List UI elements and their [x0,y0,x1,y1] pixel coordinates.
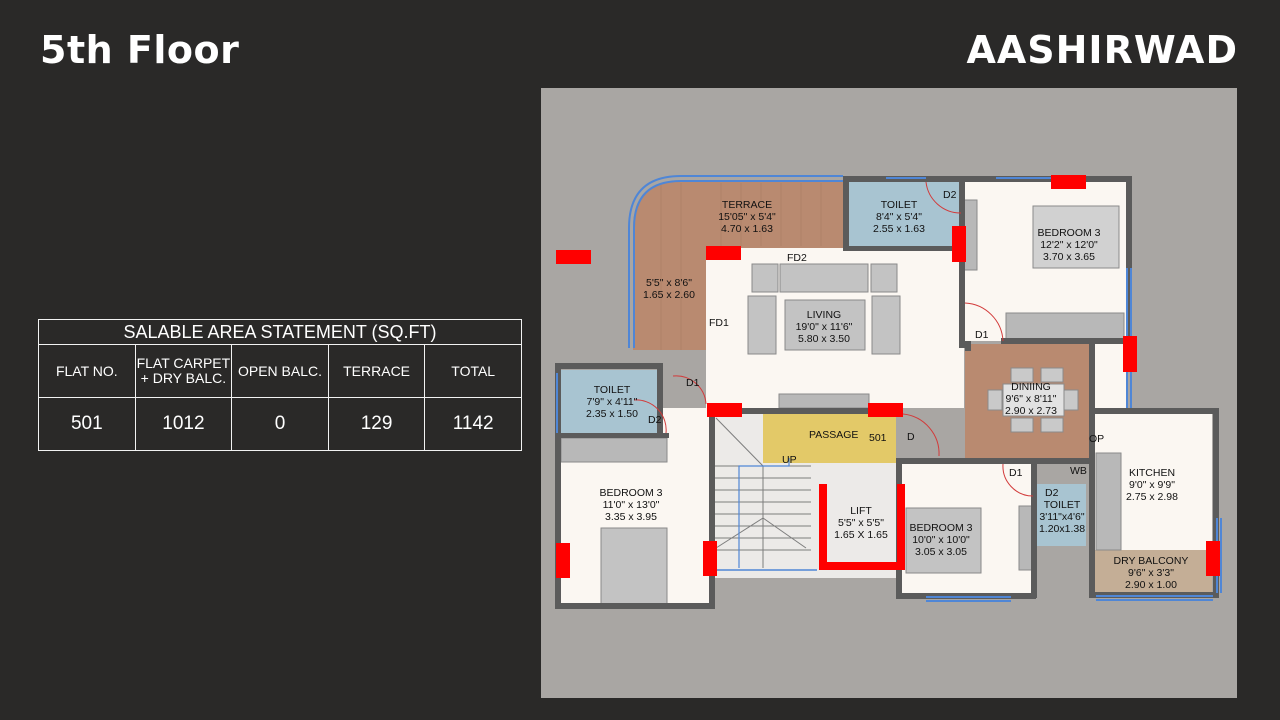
right-strip-floor [1089,338,1127,408]
wardrobe-right [1005,312,1125,340]
cell-total: 1142 [424,397,522,451]
toilet-small-dims-metric: 1.20x1.38 [1039,523,1085,535]
column-header-flat-carpet: FLAT CARPET + DRY BALC. [134,344,233,398]
wardrobe-left [560,437,668,463]
staircase [713,417,811,568]
kitchen-dims-metric: 2.75 x 2.98 [1126,491,1178,503]
dining-dims-imperial: 9'6" x 8'11" [1006,393,1057,405]
toilet-small-dims-imperial: 3'11"x4'6" [1039,511,1084,523]
cell-open-balc: 0 [231,397,329,451]
dining-dims-metric: 2.90 x 2.73 [1005,405,1057,417]
column-header-flat-no: FLAT NO. [38,344,136,398]
wb-label: WB [1070,465,1087,477]
toilet-top-name: TOILET [881,199,918,211]
salable-area-table: SALABLE AREA STATEMENT (SQ.FT) FLAT NO. … [38,319,522,451]
dry-balcony-dims-imperial: 9'6" x 3'3" [1128,567,1174,579]
brand-title: AASHIRWAD [966,28,1238,72]
terrace-dims-imperial: 15'05" x 5'4" [718,211,776,223]
column-header-total: TOTAL [424,344,522,398]
lift-dims-imperial: 5'5" x 5'5" [838,517,884,529]
terrace-side-dims-metric: 1.65 x 2.60 [643,289,695,301]
bedroom-top-right-dims-metric: 3.70 x 3.65 [1043,251,1095,263]
living-dims-metric: 5.80 x 3.50 [798,333,850,345]
living-name: LIVING [807,309,841,321]
flat-number-label: 501 [869,432,887,444]
dry-balcony-dims-metric: 2.90 x 1.00 [1125,579,1177,591]
toilet-top-floor [849,181,959,249]
bed-mid [905,507,982,574]
floor-title: 5th Floor [40,28,240,72]
lift-name: LIFT [850,505,872,517]
bedroom-left-dims-metric: 3.35 x 3.95 [605,511,657,523]
sofa-set [747,263,901,355]
fd1-label: FD1 [709,317,729,329]
toilet-left-name: TOILET [594,384,631,396]
kitchen-name: KITCHEN [1129,467,1175,479]
bedroom-mid-dims-metric: 3.05 x 3.05 [915,546,967,558]
bedroom-top-right-name: BEDROOM 3 [1037,227,1100,239]
d1-label-living: D1 [686,377,700,389]
wardrobe-mid [1018,505,1034,571]
op-label: OP [1089,433,1104,445]
cell-terrace: 129 [327,397,426,451]
dining-name: DINIING [1011,381,1051,393]
dining-table [987,367,1079,433]
column-header-open-balc: OPEN BALC. [231,344,329,398]
dry-balcony-name: DRY BALCONY [1114,555,1189,567]
terrace-floor [633,181,843,350]
terrace-name: TERRACE [722,199,772,211]
bedroom-mid-name: BEDROOM 3 [909,522,972,534]
terrace-side-dims-imperial: 5'5" x 8'6" [646,277,692,289]
table-title: SALABLE AREA STATEMENT (SQ.FT) [38,319,522,345]
floor-plan-panel: TERRACE 15'05" x 5'4" 4.70 x 1.63 5'5" x… [541,88,1237,698]
d2-label-left: D2 [648,414,662,426]
bedroom-left-dims-imperial: 11'0" x 13'0" [603,499,660,511]
d-label: D [907,431,915,443]
d2-label-top: D2 [943,189,957,201]
d2-label-small: D2 [1045,487,1059,499]
table-row: 501 1012 0 129 1142 [38,397,522,451]
bedroom-top-right-dims-imperial: 12'2" x 12'0" [1040,239,1098,251]
room-labels: TERRACE 15'05" x 5'4" 4.70 x 1.63 5'5" x… [586,199,1188,591]
floor-plan: TERRACE 15'05" x 5'4" 4.70 x 1.63 5'5" x… [555,175,1222,609]
kitchen-counter [1095,452,1122,551]
column-header-terrace: TERRACE [327,344,426,398]
toilet-top-dims-imperial: 8'4" x 5'4" [876,211,922,223]
d1-label-dining: D1 [975,329,989,341]
cell-flat-carpet: 1012 [134,397,233,451]
dry-balcony-floor [1094,550,1212,592]
structural-columns [556,175,1220,578]
stair-up-label: UP [782,454,797,466]
toilet-small-name: TOILET [1044,499,1081,511]
passage-floor [763,413,896,463]
toilet-top-dims-metric: 2.55 x 1.63 [873,223,925,235]
cell-flat-no: 501 [38,397,136,451]
toilet-left-dims-metric: 2.35 x 1.50 [586,408,638,420]
lift-dims-metric: 1.65 X 1.65 [834,529,888,541]
living-dims-imperial: 19'0" x 11'6" [796,321,853,333]
living-console [778,393,870,409]
d1-label-bedroom-mid: D1 [1009,467,1023,479]
kitchen-dims-imperial: 9'0" x 9'9" [1129,479,1175,491]
stair-arrow [738,458,790,568]
terrace-dims-metric: 4.70 x 1.63 [721,223,773,235]
passage-label: PASSAGE [809,429,858,441]
bedroom-mid-dims-imperial: 10'0" x 10'0" [912,534,970,546]
door-labels: PASSAGE 501 UP FD1 FD2 D D1 D1 D1 D2 D2 … [648,189,1104,499]
lift-shaft [819,484,905,570]
bed-top-right [1032,205,1120,269]
toilet-left-dims-imperial: 7'9" x 4'11" [587,396,638,408]
fd2-label: FD2 [787,252,807,264]
bedroom-left-name: BEDROOM 3 [599,487,662,499]
bed-left [600,527,668,609]
toilet-small-floor [1036,484,1086,546]
door-swings [633,181,1034,497]
